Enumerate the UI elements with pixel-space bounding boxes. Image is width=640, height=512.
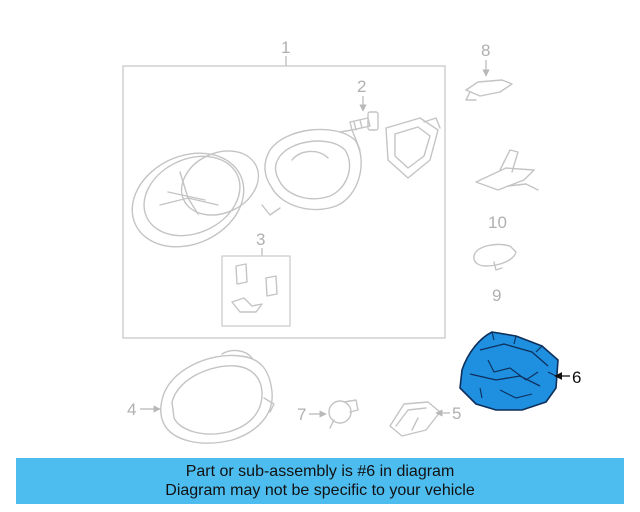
callout-5: 5 xyxy=(452,404,461,423)
headlamp-housing-drawing xyxy=(261,128,362,216)
headlamp-lens-drawing xyxy=(131,150,260,248)
part-9-drawing xyxy=(473,243,517,271)
info-banner: Part or sub-assembly is #6 in diagram Di… xyxy=(16,458,624,504)
connector-bracket-drawing xyxy=(385,117,441,179)
callout-4: 4 xyxy=(127,400,136,419)
clip-kit-frame xyxy=(221,255,291,327)
banner-line-1: Part or sub-assembly is #6 in diagram xyxy=(185,463,455,480)
part-8-drawing xyxy=(465,79,513,101)
callout-9: 9 xyxy=(492,286,501,305)
banner-line-2: Diagram may not be specific to your vehi… xyxy=(165,482,475,499)
screw-drawing xyxy=(349,111,379,131)
callout-1: 1 xyxy=(281,38,290,57)
callout-10: 10 xyxy=(488,213,507,232)
assembly-frame xyxy=(122,65,446,339)
bezel-drawing xyxy=(159,349,275,444)
part-7-drawing xyxy=(328,399,359,429)
callout-3: 3 xyxy=(256,230,265,249)
callout-6: 6 xyxy=(572,368,581,387)
highlighted-part-6-drawing xyxy=(459,331,559,411)
callout-7: 7 xyxy=(297,405,306,424)
clip-kit-drawing xyxy=(231,263,278,313)
callout-8: 8 xyxy=(481,41,490,60)
callout-2: 2 xyxy=(357,77,366,96)
part-5-drawing xyxy=(389,401,441,437)
part-10-drawing xyxy=(475,149,539,191)
